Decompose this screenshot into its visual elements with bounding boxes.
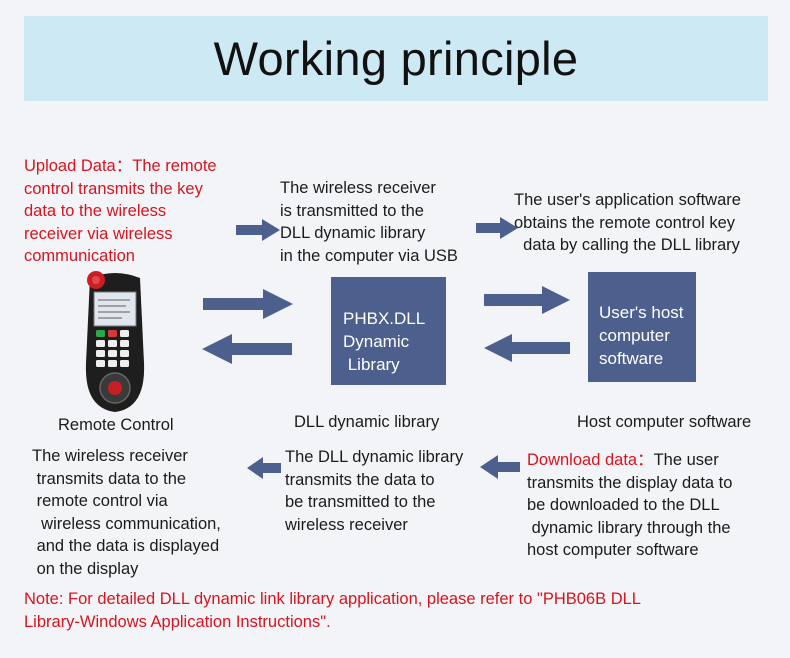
application-description: The user's application software obtains … (514, 191, 741, 254)
host-software-label: Host computer software (577, 413, 752, 431)
arrow-left-icon (484, 334, 570, 362)
upload-description: Upload Data：The remote control transmits… (24, 155, 217, 268)
arrow-left-icon (480, 455, 520, 479)
upload-label: Upload Data： (24, 157, 133, 175)
arrow-right-icon (203, 289, 293, 319)
arrow-left-icon (247, 457, 281, 479)
remote-control-label: Remote Control (58, 416, 174, 434)
arrow-left-icon (202, 334, 292, 364)
title-banner: Working principle (24, 16, 768, 101)
footnote: Note: For detailed DLL dynamic link libr… (24, 590, 641, 631)
receiver-description: The wireless receiver is transmitted to … (280, 179, 458, 265)
arrow-right-icon (476, 217, 518, 239)
remote-control-icon (85, 271, 145, 412)
dll-library-label: DLL dynamic library (294, 413, 440, 431)
arrow-right-icon (236, 219, 280, 241)
bottom-middle-description: The DLL dynamic library transmits the da… (285, 448, 464, 534)
upload-text: The remote control transmits the key dat… (24, 157, 217, 265)
download-description: Download data：The user transmits the dis… (527, 449, 732, 562)
dll-library-box: PHBX.DLL Dynamic Library (331, 277, 446, 385)
download-label: Download data： (527, 451, 654, 469)
arrow-right-icon (484, 286, 570, 314)
bottom-left-description: The wireless receiver transmits data to … (32, 447, 221, 578)
download-text: The user transmits the display data to b… (527, 451, 733, 559)
page-title: Working principle (213, 32, 579, 85)
host-software-box: User's host computer software (588, 272, 696, 382)
